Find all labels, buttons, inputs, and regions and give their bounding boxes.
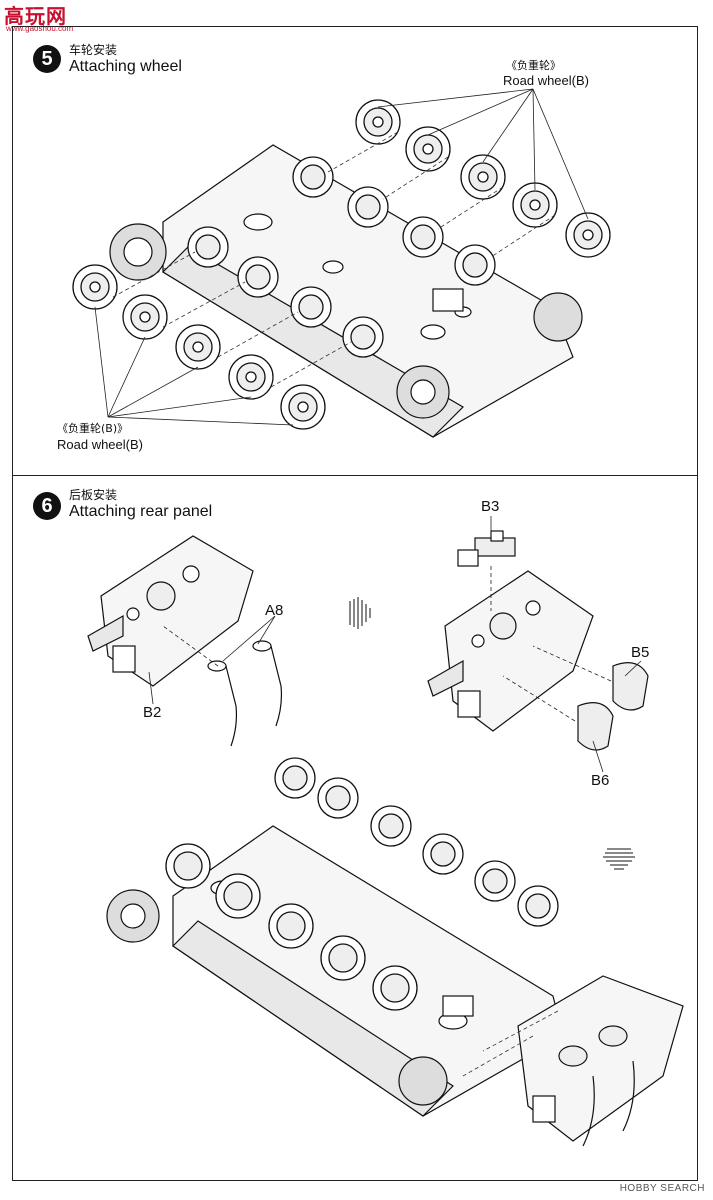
part-label-b3: B3 [481, 498, 500, 515]
step5-wheel-assembly-drawing [72, 88, 611, 438]
callout-leader-lines-top [377, 88, 589, 220]
leader-lines-step6-left [148, 615, 276, 705]
part-label-b5: B5 [631, 644, 650, 661]
step5-panel: 5 车轮安装 Attaching wheel 《负重轮》 Road wheel(… [12, 26, 698, 476]
callout-top-en: Road wheel(B) [503, 73, 589, 88]
step6-title-cn: 后板安装 [69, 488, 118, 502]
hull-full-assembly [106, 825, 564, 1117]
attach-arrows [112, 131, 556, 388]
part-b3-bracket [457, 530, 516, 567]
callout-bottom-cn: 《负重轮(B)》 [57, 422, 129, 435]
step5-title-cn: 车轮安装 [69, 43, 118, 57]
step6-title-en: Attaching rear panel [69, 503, 213, 520]
logo-url: www.gaoshou.com [6, 24, 74, 33]
attach-arrows-rear-panel [462, 1010, 559, 1077]
callout-leader-lines-bottom [94, 306, 294, 426]
hull-side [162, 246, 464, 438]
logo-text: 高玩网 [4, 4, 67, 28]
sequence-arrow-right [349, 597, 371, 629]
step5-number-badge: 5 [33, 45, 61, 73]
hobby-search-watermark: HOBBY SEARCH [619, 1183, 705, 1194]
rear-plate-right [427, 570, 594, 732]
sequence-arrow-down [603, 848, 635, 870]
callout-top-cn: 《负重轮》 [506, 59, 561, 72]
part-label-b6: B6 [591, 772, 610, 789]
road-wheels-top-row [292, 99, 611, 286]
part-b6-cover [577, 702, 614, 751]
part-label-a8: A8 [265, 602, 284, 619]
part-b5-cover [612, 662, 649, 711]
leader-lines-step6-right [490, 516, 642, 773]
site-logo: 高玩网 www.gaoshou.com [0, 0, 80, 34]
step6-rear-panel-drawing [87, 516, 684, 1147]
step6-number-badge: 6 [33, 492, 61, 520]
road-wheels-bottom-row [72, 226, 384, 430]
step6-panel: 6 后板安装 Attaching rear panel A8 B2 B3 B5 … [12, 476, 698, 1181]
part-label-b2: B2 [143, 704, 162, 721]
rear-plate-left [87, 535, 254, 687]
rear-panel-attach [517, 975, 684, 1147]
road-wheels-full-assembly [165, 757, 559, 1011]
callout-bottom-en: Road wheel(B) [57, 437, 143, 452]
step5-title-en: Attaching wheel [69, 58, 182, 75]
exhaust-pipes-a8 [207, 640, 283, 747]
rear-idler [533, 292, 583, 342]
